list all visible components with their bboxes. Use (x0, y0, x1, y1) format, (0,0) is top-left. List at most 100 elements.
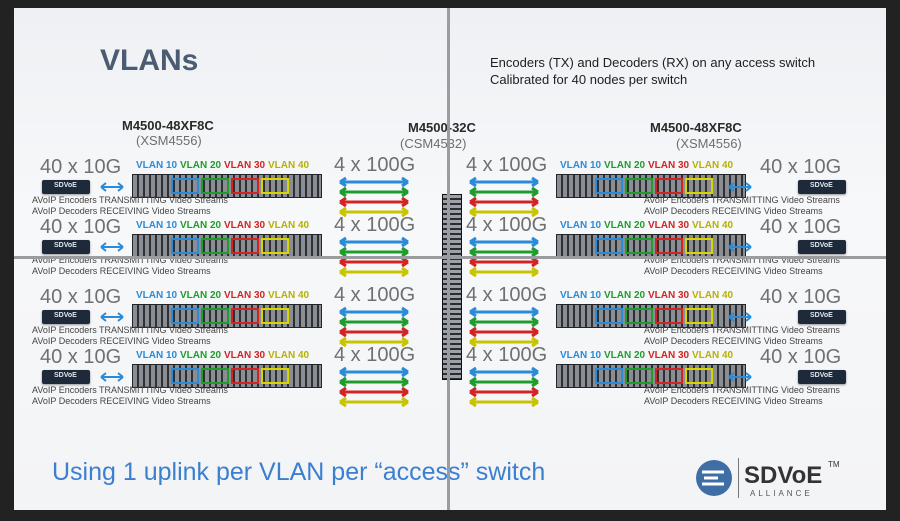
vlan-port-group (625, 178, 653, 194)
vlan-label: VLAN 20 (180, 290, 222, 301)
link-10g-arrow (100, 372, 124, 382)
uplink-arrow (469, 196, 539, 208)
top-note: Encoders (TX) and Decoders (RX) on any a… (490, 54, 815, 88)
uplink-100g-label: 4 x 100G (334, 344, 416, 366)
caption-rx: AVoIP Decoders RECEIVING Video Streams (644, 266, 823, 276)
caption-tx: AVoIP Encoders TRANSMITTING Video Stream… (32, 255, 228, 265)
right-switch-model: M4500-48XF8C (650, 120, 742, 135)
uplink-arrows (469, 366, 539, 408)
logo-name: SDVoE (744, 462, 823, 489)
vlan-port-group (685, 368, 713, 384)
caption-rx: AVoIP Decoders RECEIVING Video Streams (644, 336, 823, 346)
access-switch (556, 234, 746, 258)
vlan-label: VLAN 30 (648, 160, 690, 171)
vlan-label: VLAN 30 (648, 350, 690, 361)
access-switch (132, 174, 322, 198)
uplink-arrow (339, 376, 409, 388)
core-switch (442, 194, 462, 380)
access-switch (556, 364, 746, 388)
vlan-port-group (171, 368, 199, 384)
uplink-arrow (469, 336, 539, 348)
uplink-arrows (339, 366, 409, 408)
uplink-arrows (469, 236, 539, 278)
link-10g-arrow (728, 312, 752, 322)
uplink-arrow (339, 316, 409, 328)
access-switch (132, 364, 322, 388)
vlan-port-group (261, 368, 289, 384)
uplink-100g-label: 4 x 100G (334, 154, 416, 176)
uplink-100g-label: 4 x 100G (466, 154, 548, 176)
slide: VLANs Encoders (TX) and Decoders (RX) on… (14, 8, 886, 510)
vlan-port-group (231, 368, 259, 384)
access-switch (556, 304, 746, 328)
vlan-label: VLAN 20 (180, 350, 222, 361)
slide-title: VLANs (100, 44, 199, 77)
vlan-port-group (261, 178, 289, 194)
vlan-port-group (171, 178, 199, 194)
sdvoe-device: SDVoE (798, 370, 846, 384)
sdvoe-device: SDVoE (42, 240, 90, 254)
vlan-label: VLAN 10 (136, 350, 178, 361)
uplink-arrow (469, 246, 539, 258)
uplink-arrow (469, 396, 539, 408)
bezel-vertical (447, 8, 450, 510)
vlan-label: VLAN 40 (692, 290, 734, 301)
sdvoe-device-label: SDVoE (810, 182, 833, 189)
uplink-arrow (469, 176, 539, 188)
vlan-port-group (201, 178, 229, 194)
bottom-caption: Using 1 uplink per VLAN per “access” swi… (52, 458, 546, 486)
sdvoe-device: SDVoE (798, 180, 846, 194)
uplink-arrow (469, 186, 539, 198)
caption-rx: AVoIP Decoders RECEIVING Video Streams (644, 206, 823, 216)
left-switch-model: M4500-48XF8C (122, 118, 214, 133)
vlan-label: VLAN 20 (180, 220, 222, 231)
vlan-port-group (231, 178, 259, 194)
caption-tx: AVoIP Encoders TRANSMITTING Video Stream… (644, 385, 840, 395)
uplink-100g-label: 4 x 100G (466, 214, 548, 236)
vlan-port-group (685, 308, 713, 324)
uplink-arrow (339, 206, 409, 218)
sdvoe-device: SDVoE (798, 310, 846, 324)
vlan-port-group (685, 238, 713, 254)
sdvoe-device: SDVoE (798, 240, 846, 254)
vlan-label: VLAN 30 (224, 350, 266, 361)
sdvoe-device: SDVoE (42, 370, 90, 384)
uplink-100g-label: 4 x 100G (334, 214, 416, 236)
vlan-port-group (625, 308, 653, 324)
vlan-port-group (655, 368, 683, 384)
uplink-arrow (339, 256, 409, 268)
uplink-arrows (339, 176, 409, 218)
logo-tagline: ALLIANCE (750, 489, 813, 498)
caption-tx: AVoIP Encoders TRANSMITTING Video Stream… (644, 255, 840, 265)
vlan-label: VLAN 20 (604, 350, 646, 361)
link-10g-label: 40 x 10G (760, 346, 842, 368)
sdvoe-logo: SDVoE TM ALLIANCE (694, 458, 874, 503)
uplink-arrow (469, 316, 539, 328)
vlan-label: VLAN 40 (268, 160, 310, 171)
vlan-port-group (655, 238, 683, 254)
uplink-arrows (339, 306, 409, 348)
vlan-label: VLAN 30 (224, 290, 266, 301)
top-note-line-2: Calibrated for 40 nodes per switch (490, 72, 688, 87)
sdvoe-device-label: SDVoE (54, 372, 77, 379)
uplink-arrow (469, 206, 539, 218)
core-switch-sku: (CSM4532) (400, 136, 467, 151)
vlan-label: VLAN 20 (180, 160, 222, 171)
uplink-arrow (339, 176, 409, 188)
uplink-arrows (469, 176, 539, 218)
uplink-arrows (339, 236, 409, 278)
caption-tx: AVoIP Encoders TRANSMITTING Video Stream… (32, 325, 228, 335)
vlan-label: VLAN 10 (136, 220, 178, 231)
caption-rx: AVoIP Decoders RECEIVING Video Streams (32, 396, 211, 406)
uplink-arrow (339, 246, 409, 258)
vlan-label: VLAN 40 (268, 220, 310, 231)
uplink-100g-label: 4 x 100G (334, 284, 416, 306)
vlan-label: VLAN 40 (268, 350, 310, 361)
vlan-port-group (625, 238, 653, 254)
vlan-label: VLAN 10 (560, 160, 602, 171)
link-10g-arrow (728, 372, 752, 382)
vlan-label: VLAN 10 (560, 220, 602, 231)
vlan-port-group (685, 178, 713, 194)
vlan-port-group (201, 308, 229, 324)
uplink-arrow (339, 386, 409, 398)
